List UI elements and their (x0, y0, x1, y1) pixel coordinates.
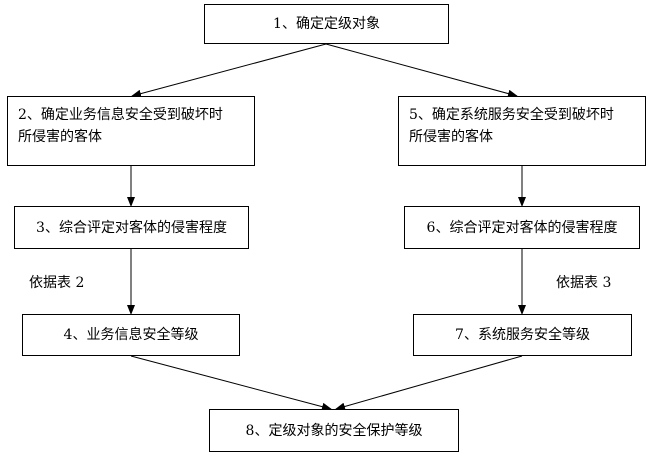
box-protection-level-label: 8、定级对象的安全保护等级 (245, 422, 423, 439)
box-business-info-object-line2: 所侵害的客体 (18, 129, 102, 145)
box-system-service-level: 7、系统服务安全等级 (413, 314, 632, 356)
box-business-info-object-line1: 2、确定业务信息安全受到破坏时 (18, 107, 223, 123)
box-business-info-level: 4、业务信息安全等级 (22, 314, 240, 356)
box-protection-level: 8、定级对象的安全保护等级 (209, 409, 459, 452)
arrow-box7-to-box8 (335, 355, 523, 411)
box-business-harm-degree: 3、综合评定对客体的侵害程度 (14, 206, 249, 249)
arrow-box4-to-box8 (130, 355, 332, 411)
box-business-info-level-label: 4、业务信息安全等级 (63, 327, 199, 343)
note-left: 依据表 2 (29, 275, 85, 291)
box-system-harm-degree: 6、综合评定对客体的侵害程度 (404, 206, 640, 249)
box-system-harm-degree-label: 6、综合评定对客体的侵害程度 (426, 219, 618, 236)
arrow-box1-to-box5 (325, 43, 518, 98)
arrow-box1-to-box2 (131, 43, 327, 98)
box-system-service-level-label: 7、系统服务安全等级 (455, 327, 590, 343)
box-determine-target-label: 1、确定定级对象 (273, 16, 380, 32)
box-business-harm-degree-label: 3、综合评定对客体的侵害程度 (36, 219, 227, 236)
box-system-service-object-line1: 5、确定系统服务安全受到破坏时 (409, 107, 614, 123)
box-business-info-object: 2、确定业务信息安全受到破坏时 所侵害的客体 (7, 96, 255, 166)
box-system-service-object: 5、确定系统服务安全受到破坏时 所侵害的客体 (398, 96, 646, 166)
note-right: 依据表 3 (556, 275, 612, 291)
box-determine-target: 1、确定定级对象 (204, 4, 449, 44)
box-system-service-object-line2: 所侵害的客体 (409, 129, 493, 145)
